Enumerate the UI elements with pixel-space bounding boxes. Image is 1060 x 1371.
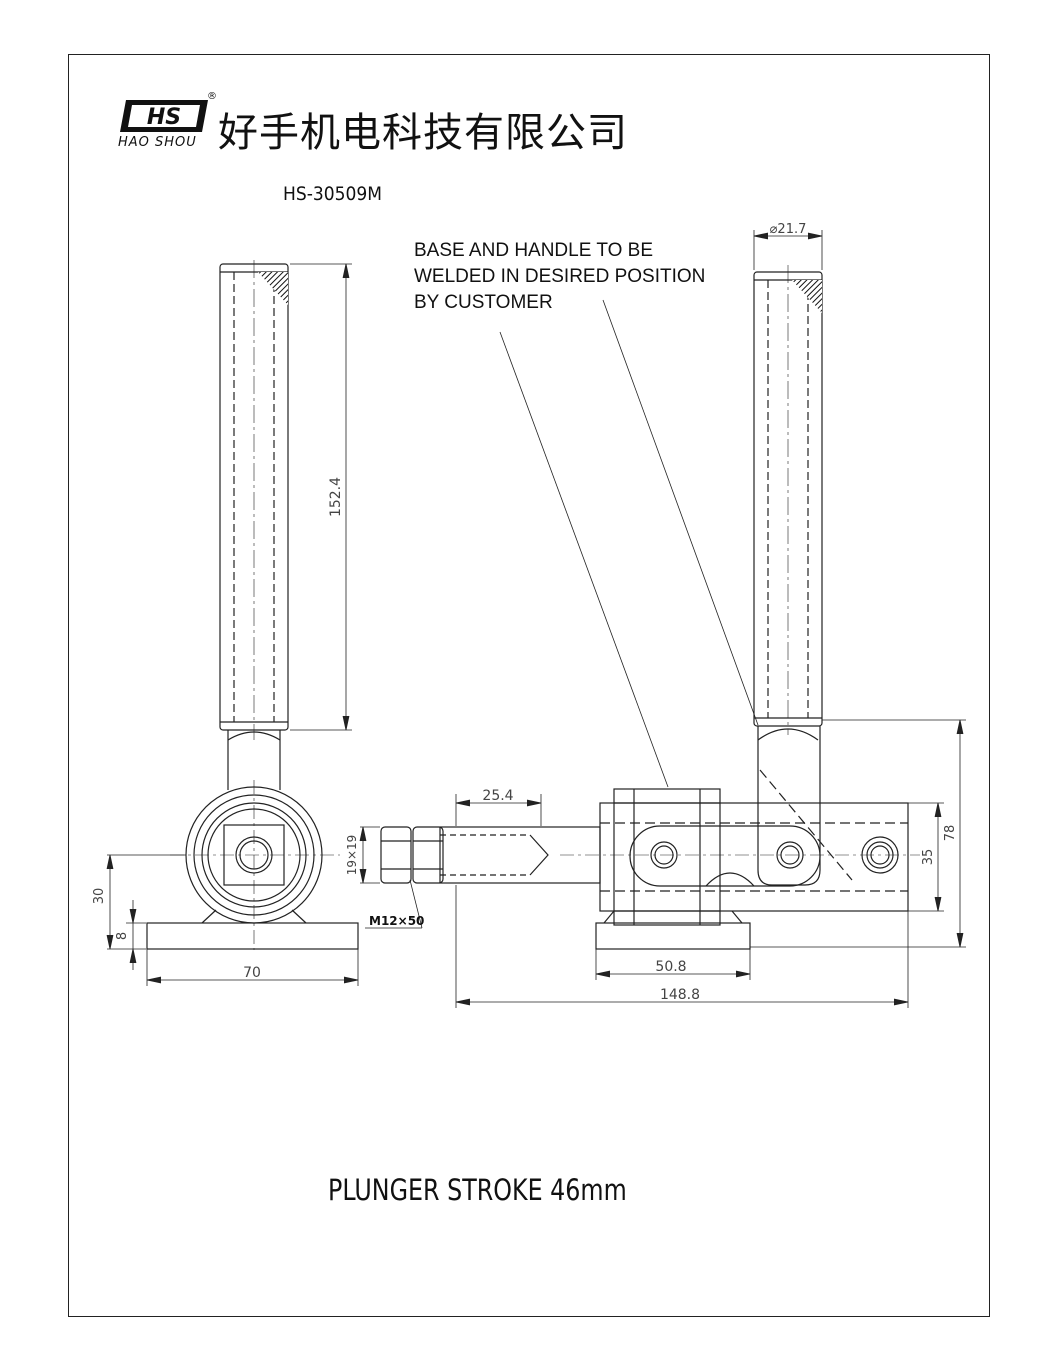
side-dimensions bbox=[359, 230, 966, 1008]
dim-overall-height: 78 bbox=[943, 825, 958, 842]
plunger-stroke-note: PLUNGER STROKE 46mm bbox=[328, 1173, 627, 1207]
side-view bbox=[380, 265, 920, 950]
front-handle bbox=[219, 260, 289, 740]
company-name: 好手机电科技有限公司 bbox=[218, 110, 628, 156]
dim-base-width: 70 bbox=[243, 965, 261, 981]
front-view bbox=[146, 260, 359, 950]
dim-overall-length: 148.8 bbox=[660, 987, 700, 1003]
dim-body-height: 35 bbox=[921, 849, 936, 866]
dim-base-length: 50.8 bbox=[655, 959, 686, 975]
model-number: HS-30509M bbox=[283, 183, 382, 205]
side-handle bbox=[753, 265, 823, 735]
assembly-note: BASE AND HANDLE TO BE WELDED IN DESIRED … bbox=[414, 240, 706, 313]
dim-center-height: 30 bbox=[92, 888, 107, 905]
note-leader-base bbox=[499, 331, 669, 788]
logo-letters: HS bbox=[147, 105, 181, 130]
dim-plunger-extension: 25.4 bbox=[482, 788, 513, 804]
dim-handle-length: 152.4 bbox=[328, 477, 344, 517]
dim-base-thickness: 8 bbox=[115, 932, 130, 940]
logo-caption: HAO SHOU bbox=[118, 135, 197, 150]
drawing-frame bbox=[68, 54, 990, 1317]
dim-plunger-size: 19×19 bbox=[345, 835, 359, 876]
dim-handle-diameter: ⌀21.7 bbox=[770, 222, 807, 237]
hs-logo-icon: HS bbox=[120, 100, 208, 132]
note-leader-handle bbox=[602, 299, 759, 726]
registered-mark: ® bbox=[207, 91, 217, 102]
front-dimensions bbox=[106, 263, 359, 986]
dim-thread: M12×50 bbox=[369, 914, 424, 928]
